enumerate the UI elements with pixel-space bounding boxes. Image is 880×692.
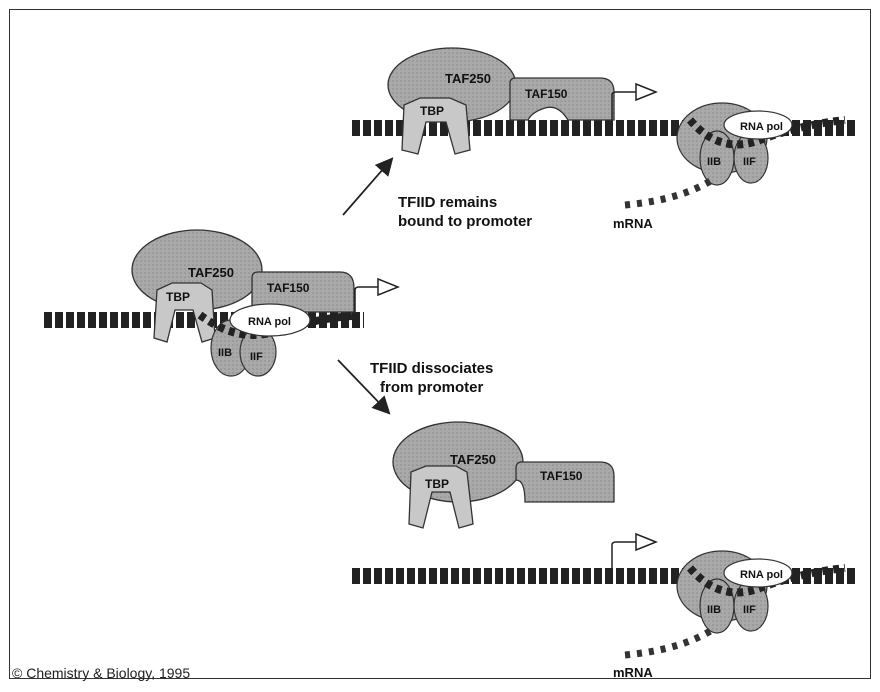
- top-rna-pol-label: RNA pol: [740, 121, 783, 133]
- top-mrna-strand: [625, 180, 712, 205]
- bottom-mrna-strand: [625, 630, 712, 655]
- bottom-scene: TAF250 TAF150 TBP RNA pol IIB IIF mRNA: [350, 422, 855, 680]
- middle-taf150-label: TAF150: [267, 281, 310, 295]
- bottom-tbp-label: TBP: [425, 477, 449, 491]
- middle-start-arrow: [355, 287, 378, 312]
- middle-tbp-label: TBP: [166, 290, 190, 304]
- top-iib-label: IIB: [707, 156, 721, 168]
- middle-iib-label: IIB: [218, 347, 232, 359]
- top-start-arrowhead: [636, 84, 656, 100]
- bottom-iif-label: IIF: [743, 604, 756, 616]
- bottom-start-arrowhead: [636, 534, 656, 550]
- remains-caption-line1: TFIID remains: [398, 194, 497, 211]
- bottom-mrna-label: mRNA: [613, 665, 653, 680]
- bottom-rna-pol-label: RNA pol: [740, 569, 783, 581]
- dissociates-caption-line1: TFIID dissociates: [370, 360, 493, 377]
- middle-rna-pol-label: RNA pol: [248, 316, 291, 328]
- bottom-taf150-label: TAF150: [540, 469, 583, 483]
- remains-caption-line2: bound to promoter: [398, 213, 532, 230]
- top-taf150-label: TAF150: [525, 87, 568, 101]
- bottom-start-arrow: [612, 542, 636, 568]
- middle-start-arrowhead: [378, 279, 398, 295]
- middle-iif-label: IIF: [250, 351, 263, 363]
- middle-taf250-label: TAF250: [188, 265, 234, 280]
- top-start-arrow: [612, 92, 636, 120]
- top-tbp-label: TBP: [420, 104, 444, 118]
- top-iif-label: IIF: [743, 156, 756, 168]
- dissociates-caption-line2: from promoter: [380, 379, 484, 396]
- bottom-taf250-label: TAF250: [450, 452, 496, 467]
- remains-arrow: [343, 160, 391, 215]
- top-taf250-label: TAF250: [445, 71, 491, 86]
- middle-scene: TAF250 TAF150 TBP RNA pol IIB IIF: [44, 230, 398, 376]
- top-mrna-label: mRNA: [613, 216, 653, 231]
- copyright-notice: © Chemistry & Biology, 1995: [12, 665, 190, 681]
- bottom-iib-label: IIB: [707, 604, 721, 616]
